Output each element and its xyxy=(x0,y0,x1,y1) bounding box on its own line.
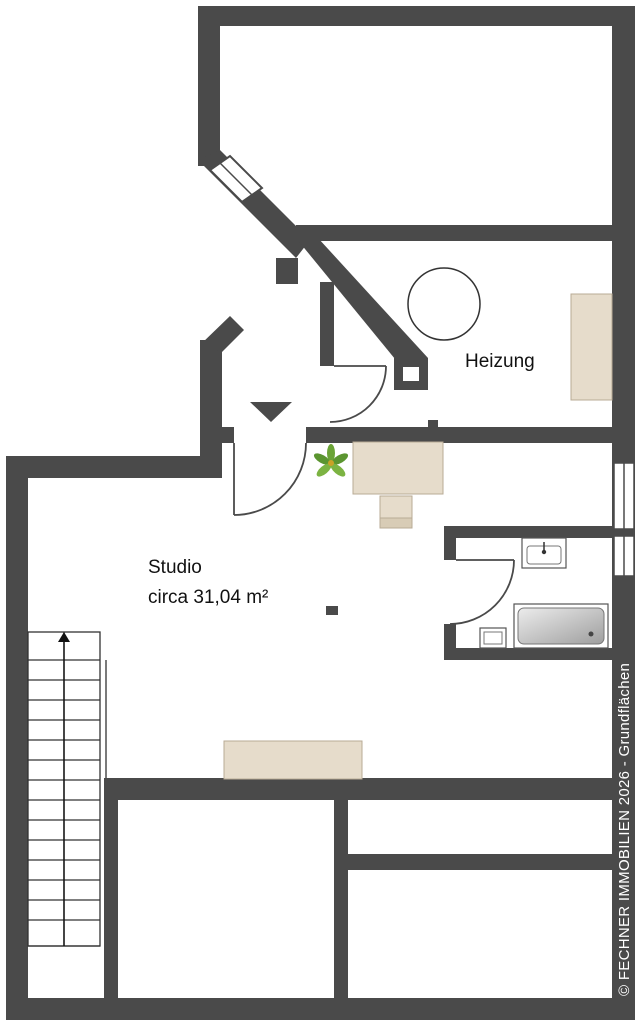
wall-studio-top-left xyxy=(6,456,222,478)
wall-heizung-corridor xyxy=(320,282,334,366)
door-heizung xyxy=(329,365,387,423)
wall-lower-middle xyxy=(334,778,348,1020)
wall-entry-stub xyxy=(200,316,244,352)
wall-bath-top xyxy=(444,526,616,538)
wall-top-room-bottom xyxy=(296,225,616,241)
toilet xyxy=(479,627,507,649)
wall-heizung-door-post xyxy=(216,427,234,443)
stair-up-arrow-icon xyxy=(58,632,70,642)
studio-sideboard xyxy=(223,740,363,780)
wall-bath-bottom xyxy=(444,648,616,660)
support-post xyxy=(326,606,338,615)
wall-lower-shelf xyxy=(334,854,616,870)
shower-tray xyxy=(513,603,609,649)
wall-bottom xyxy=(6,998,635,1020)
wall-stub-heizung xyxy=(428,420,438,430)
interior-walls xyxy=(104,225,616,1020)
wall-diagonal-lower xyxy=(296,238,428,370)
room-area-studio: circa 31,04 m² xyxy=(148,587,268,608)
room-label-studio: Studio xyxy=(148,557,202,578)
wall-heizung-bottom xyxy=(306,427,616,443)
wall-bath-left-upper xyxy=(444,526,456,560)
wall-lower-left xyxy=(104,778,118,1020)
boiler-icon xyxy=(407,267,481,341)
door-entry xyxy=(233,442,307,516)
studio-desk xyxy=(352,441,444,495)
wall-stub-left xyxy=(276,258,298,284)
copyright-text: © FECHNER IMMOBILIEN 2026 - Grundflächen xyxy=(616,663,633,996)
wall-left xyxy=(6,456,28,1020)
heizung-cabinet xyxy=(570,293,613,401)
wall-entry-step xyxy=(200,340,222,478)
plant-icon xyxy=(313,444,349,477)
window-right-upper xyxy=(613,462,635,530)
window-right-lower xyxy=(613,535,635,577)
door-bathroom xyxy=(449,559,515,625)
sink xyxy=(521,537,567,569)
wall-lower-top xyxy=(104,778,616,800)
room-label-heizung: Heizung xyxy=(465,351,535,372)
chimney-flue xyxy=(403,367,419,381)
wall-top xyxy=(198,6,635,26)
window-diagonal xyxy=(208,154,264,204)
wall-upper-left xyxy=(198,6,220,166)
exterior-walls xyxy=(6,6,635,1020)
entry-arrow-icon xyxy=(250,402,292,422)
studio-chair xyxy=(379,495,413,529)
